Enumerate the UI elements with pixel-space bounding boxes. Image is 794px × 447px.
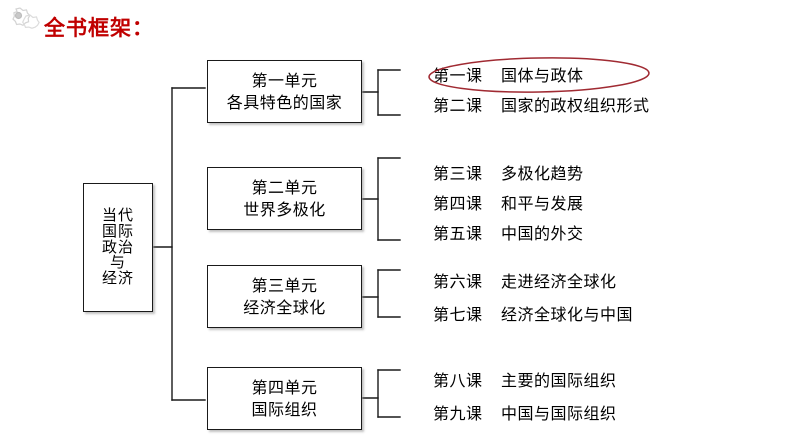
unit-node-box-3[interactable]: 第三单元 经济全球化 xyxy=(207,265,362,328)
lesson-row[interactable]: 第五课 中国的外交 xyxy=(433,220,584,250)
lesson-list-unit-3: 第六课 走进经济全球化 第七课 经济全球化与中国 xyxy=(433,268,633,334)
lesson-title: 中国的外交 xyxy=(501,224,584,243)
unit-node-box-4[interactable]: 第四单元 国际组织 xyxy=(207,367,362,430)
lesson-number: 第六课 xyxy=(433,272,483,291)
lesson-number: 第七课 xyxy=(433,305,483,324)
lesson-row[interactable]: 第九课 中国与国际组织 xyxy=(433,400,617,433)
root-line-2: 国际 xyxy=(101,221,134,240)
lesson-title: 国体与政体 xyxy=(501,66,584,85)
lesson-row[interactable]: 第八课 主要的国际组织 xyxy=(433,367,617,400)
lesson-number: 第三课 xyxy=(433,164,483,183)
lesson-row[interactable]: 第七课 经济全球化与中国 xyxy=(433,301,633,334)
lesson-title: 国家的政权组织形式 xyxy=(501,96,650,115)
flower-hex-decoration-icon xyxy=(6,6,40,32)
lesson-row[interactable]: 第六课 走进经济全球化 xyxy=(433,268,633,301)
unit-2-title: 第二单元 xyxy=(251,177,318,197)
unit-node-box-1[interactable]: 第一单元 各具特色的国家 xyxy=(207,60,362,123)
lesson-title: 多极化趋势 xyxy=(501,164,584,183)
unit-1-title: 第一单元 xyxy=(251,70,318,90)
root-line-5: 经济 xyxy=(101,269,134,288)
root-node-box: 当代 国际 政治 与 经济 xyxy=(83,183,153,312)
unit-1-subtitle: 各具特色的国家 xyxy=(226,92,343,112)
lesson-row[interactable]: 第四课 和平与发展 xyxy=(433,190,584,220)
lesson-list-unit-1: 第一课 国体与政体 第二课 国家的政权组织形式 xyxy=(433,62,650,122)
lesson-row[interactable]: 第三课 多极化趋势 xyxy=(433,160,584,190)
lesson-number: 第四课 xyxy=(433,194,483,213)
root-line-4: 与 xyxy=(109,253,126,272)
unit-2-subtitle: 世界多极化 xyxy=(243,199,326,219)
lesson-row[interactable]: 第一课 国体与政体 xyxy=(433,62,650,92)
lesson-title: 走进经济全球化 xyxy=(501,272,617,291)
lesson-title: 经济全球化与中国 xyxy=(501,305,634,324)
unit-4-subtitle: 国际组织 xyxy=(251,399,318,419)
lesson-number: 第一课 xyxy=(433,66,483,85)
lesson-number: 第九课 xyxy=(433,404,483,423)
root-line-1: 当代 xyxy=(101,206,134,225)
lesson-row[interactable]: 第二课 国家的政权组织形式 xyxy=(433,92,650,122)
lesson-number: 第八课 xyxy=(433,371,483,390)
lesson-number: 第二课 xyxy=(433,96,483,115)
lesson-number: 第五课 xyxy=(433,224,483,243)
unit-3-title: 第三单元 xyxy=(251,275,318,295)
unit-node-box-2[interactable]: 第二单元 世界多极化 xyxy=(207,167,362,230)
lesson-list-unit-2: 第三课 多极化趋势 第四课 和平与发展 第五课 中国的外交 xyxy=(433,160,584,250)
unit-3-subtitle: 经济全球化 xyxy=(243,297,326,317)
page-title: 全书框架： xyxy=(44,16,154,40)
lesson-list-unit-4: 第八课 主要的国际组织 第九课 中国与国际组织 xyxy=(433,367,617,433)
unit-4-title: 第四单元 xyxy=(251,377,318,397)
lesson-title: 和平与发展 xyxy=(501,194,584,213)
lesson-title: 中国与国际组织 xyxy=(501,404,617,423)
root-line-3: 政治 xyxy=(101,237,134,256)
lesson-title: 主要的国际组织 xyxy=(501,371,617,390)
